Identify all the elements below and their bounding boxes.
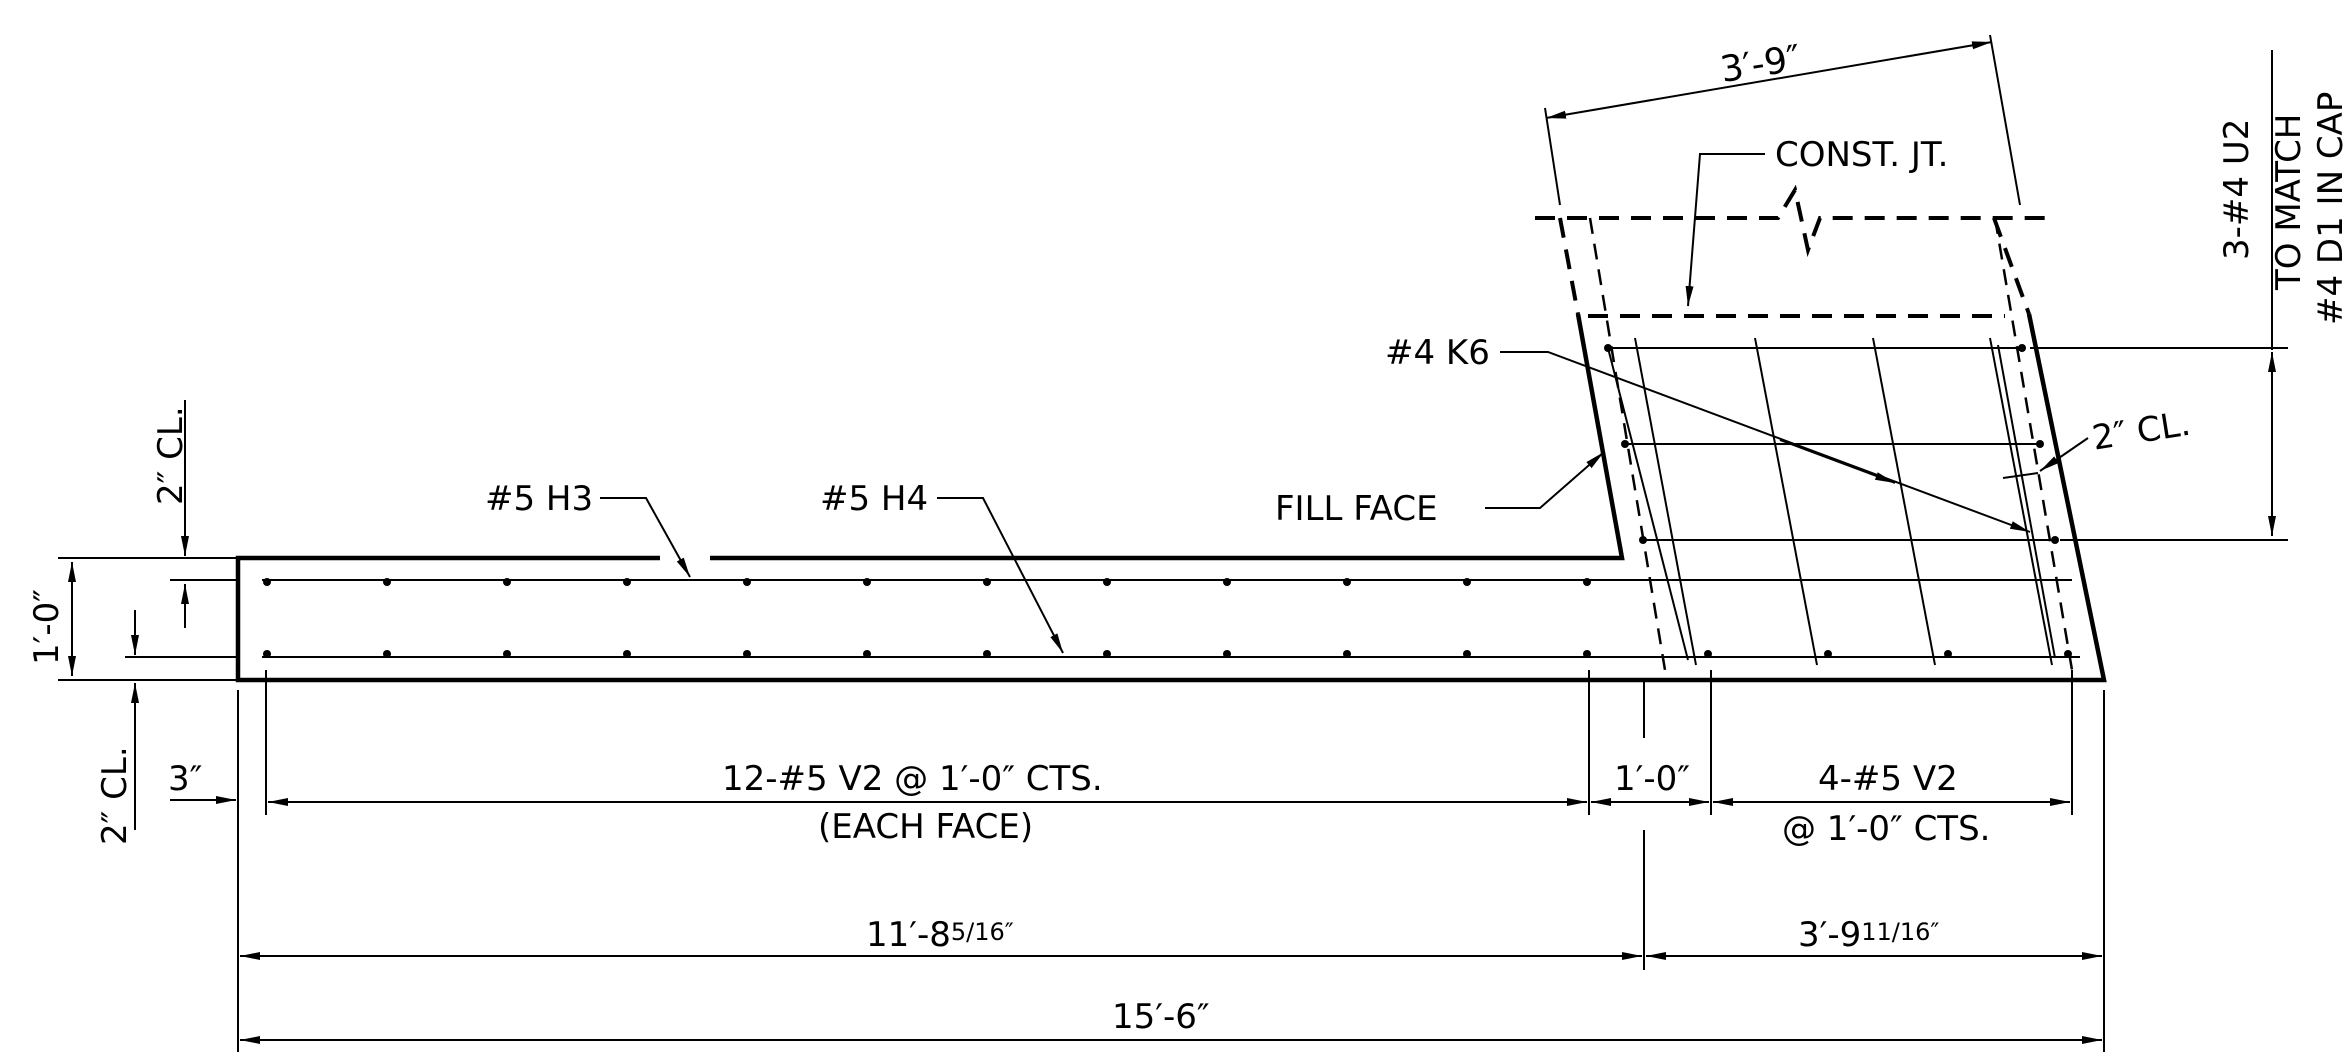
dim-1-0-horiz-label: 1′-0″: [1614, 759, 1690, 799]
const-jt-leader: [1685, 153, 1765, 307]
bar-dots: [263, 344, 2072, 658]
h3-leader: [600, 497, 691, 578]
reinforcement-bars: [262, 337, 2080, 666]
dim-15-6-label: 15′-6″: [1112, 997, 1210, 1037]
clear-cover-right-dim: [2002, 437, 2089, 479]
u2-label-line2: TO MATCH: [2269, 114, 2309, 291]
left-vertical-dimensions: [58, 400, 238, 830]
fill-face-leader: [1485, 451, 1605, 509]
dim-3in-label: 3″: [168, 759, 202, 799]
u2-label-line3: #4 D1 IN CAP: [2311, 92, 2350, 325]
dim-3-9-top-label: 3′-9″: [1718, 38, 1804, 91]
fill-face-label: FILL FACE: [1275, 489, 1438, 529]
dim-11-8-label: 11′-85/16″: [866, 915, 1014, 955]
clear-cover-right-label: 2″ CL.: [2089, 404, 2193, 459]
clear-cover-bottom-label: 2″ CL.: [95, 746, 135, 845]
v2-wall-label-line1: 4-#5 V2: [1818, 759, 1958, 799]
k6-leader: [1500, 351, 2031, 533]
u2-label-line1: 3-#4 U2: [2217, 119, 2257, 260]
h4-leader: [937, 497, 1064, 654]
dim-3-9-bottom-label: 3′-911/16″: [1798, 915, 1939, 955]
dim-1-0-vertical-label: 1′-0″: [27, 589, 67, 665]
v2-wall-label-line2: @ 1′-0″ CTS.: [1782, 809, 1990, 849]
k6-label: #4 K6: [1385, 333, 1490, 373]
v2-main-label-line2: (EACH FACE): [818, 807, 1033, 847]
h3-label: #5 H3: [485, 479, 593, 519]
const-jt-label: CONST. JT.: [1775, 135, 1948, 175]
footing-outline: [235, 313, 2107, 738]
dimension-3-9-top: [1544, 34, 2021, 206]
u2-note: [2030, 50, 2288, 541]
bottom-extension-lines: [237, 670, 2105, 1052]
clear-cover-top-label: 2″ CL.: [151, 406, 191, 505]
h4-label: #5 H4: [820, 479, 928, 519]
v2-main-label-line1: 12-#5 V2 @ 1′-0″ CTS.: [722, 759, 1103, 799]
wall-stem: [1535, 184, 2074, 671]
